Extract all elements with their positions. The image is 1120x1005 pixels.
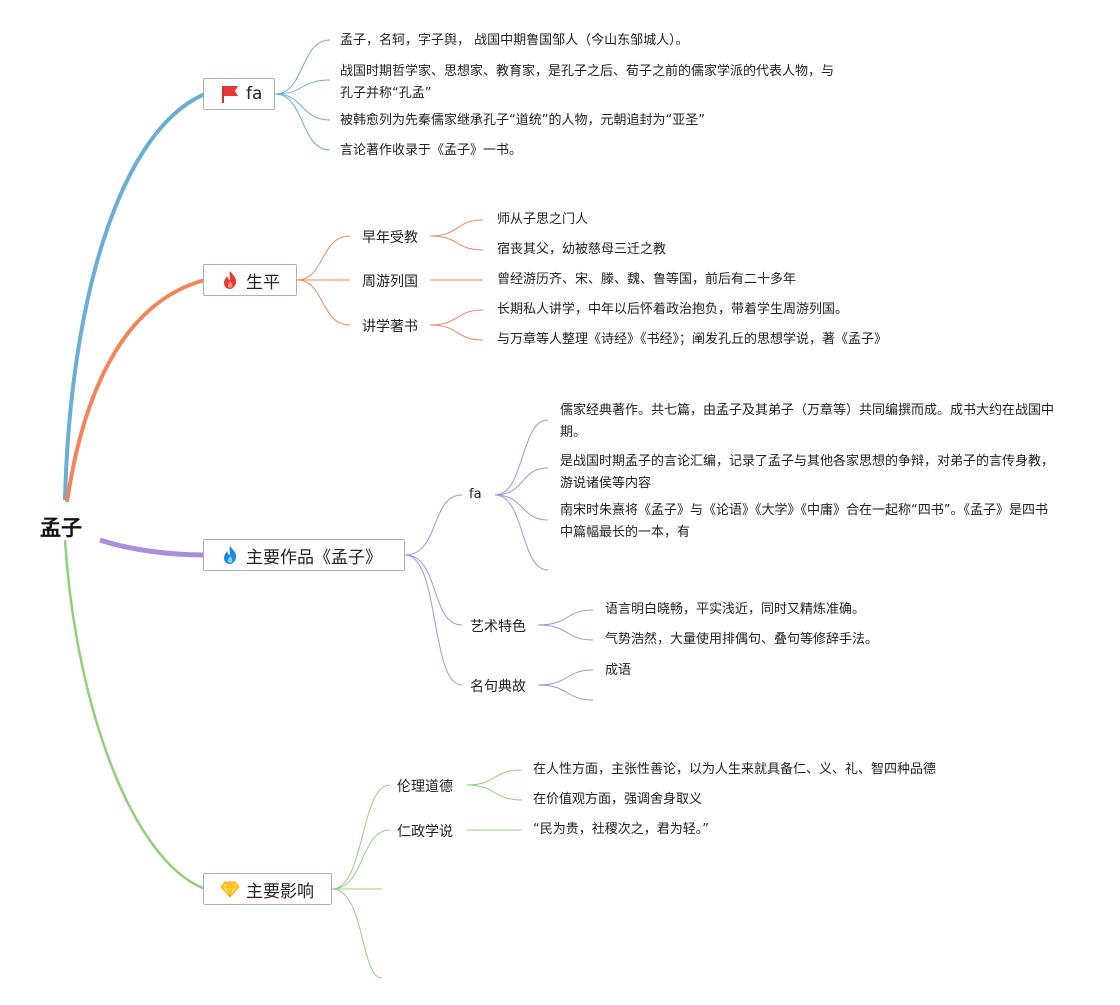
leaf: 在价值观方面，强调舍身取义 [533, 792, 703, 807]
gem-icon [220, 879, 240, 899]
link-root-shengping [65, 278, 206, 503]
topic-major-works[interactable]: 主要作品《孟子》 [203, 539, 405, 571]
subtopic-teaching[interactable]: 讲学著书 [362, 319, 418, 335]
topic-label: 主要影响 [246, 881, 314, 902]
leaf: 言论著作收录于《孟子》一书。 [340, 143, 523, 158]
subtopic-early-education[interactable]: 早年受教 [362, 230, 418, 246]
fire-icon [220, 270, 240, 290]
blue-fire-icon [220, 545, 240, 565]
leaf: 与万章等人整理《诗经》《书经》；阐发孔丘的思想学说，著《孟子》 [497, 332, 888, 347]
subtopic-ethics[interactable]: 伦理道德 [397, 779, 453, 795]
influence-branch-links [331, 769, 523, 979]
topic-label: 生平 [246, 272, 280, 293]
leaf: 战国时期哲学家、思想家、教育家，是孔子之后、荀子之前的儒家学派的代表人物，与孔子… [340, 64, 835, 101]
subtopic-travels[interactable]: 周游列国 [362, 274, 418, 290]
shengping-branch-links [296, 219, 484, 341]
fa-branch-links [274, 39, 331, 151]
leaf: 曾经游历齐、宋、滕、魏、鲁等国，前后有二十多年 [497, 272, 797, 287]
subtopic-fa[interactable]: fa [469, 487, 482, 502]
leaf: 孟子，名轲，字子舆， 战国中期鲁国邹人（今山东邹城人）。 [340, 33, 689, 48]
leaf: 长期私人讲学，中年以后怀着政治抱负，带着学生周游列国。 [497, 302, 849, 317]
subtopic-artistic-features[interactable]: 艺术特色 [470, 619, 526, 635]
works-branch-links [404, 419, 594, 701]
link-root-works [99, 537, 206, 558]
topic-major-influence[interactable]: 主要影响 [203, 873, 332, 905]
leaf: 儒家经典著作。共七篇，由孟子及其弟子（万章等）共同编撰而成。成书大约在战国中期。 [560, 403, 1055, 440]
subtopic-benevolent-governance[interactable]: 仁政学说 [397, 824, 453, 840]
leaf: 语言明白晓畅，平实浅近，同时又精炼准确。 [605, 602, 866, 617]
leaf: 在人性方面，主张性善论，以为人生来就具备仁、义、礼、智四种品德 [533, 762, 937, 777]
leaf: 被韩愈列为先秦儒家继承孔子“道统”的人物，元朝追封为“亚圣” [340, 113, 705, 128]
topic-label: 主要作品《孟子》 [246, 547, 382, 568]
red-flag-icon [220, 84, 240, 104]
topic-label: fa [246, 84, 263, 104]
leaf: 成语 [605, 663, 632, 678]
leaf: 气势浩然，大量使用排偶句、叠句等修辞手法。 [605, 632, 879, 647]
leaf: “民为贵，社稷次之，君为轻。” [533, 822, 709, 837]
leaf: 师从子思之门人 [497, 212, 589, 227]
leaf: 是战国时期孟子的言论汇编，记录了孟子与其他各家思想的争辩，对弟子的言传身教，游说… [560, 454, 1055, 491]
topic-shengping[interactable]: 生平 [203, 264, 297, 296]
root-topic[interactable]: 孟子 [40, 516, 82, 540]
subtopic-famous-quotes[interactable]: 名句典故 [470, 679, 526, 695]
topic-fa[interactable]: fa [203, 78, 275, 110]
leaf: 南宋时朱熹将《孟子》与《论语》《大学》《中庸》合在一起称“四书”。《孟子》是四书… [560, 503, 1048, 540]
leaf: 宿丧其父，幼被慈母三迁之教 [497, 242, 667, 257]
link-root-influence [63, 539, 206, 891]
link-root-fa [63, 92, 206, 501]
